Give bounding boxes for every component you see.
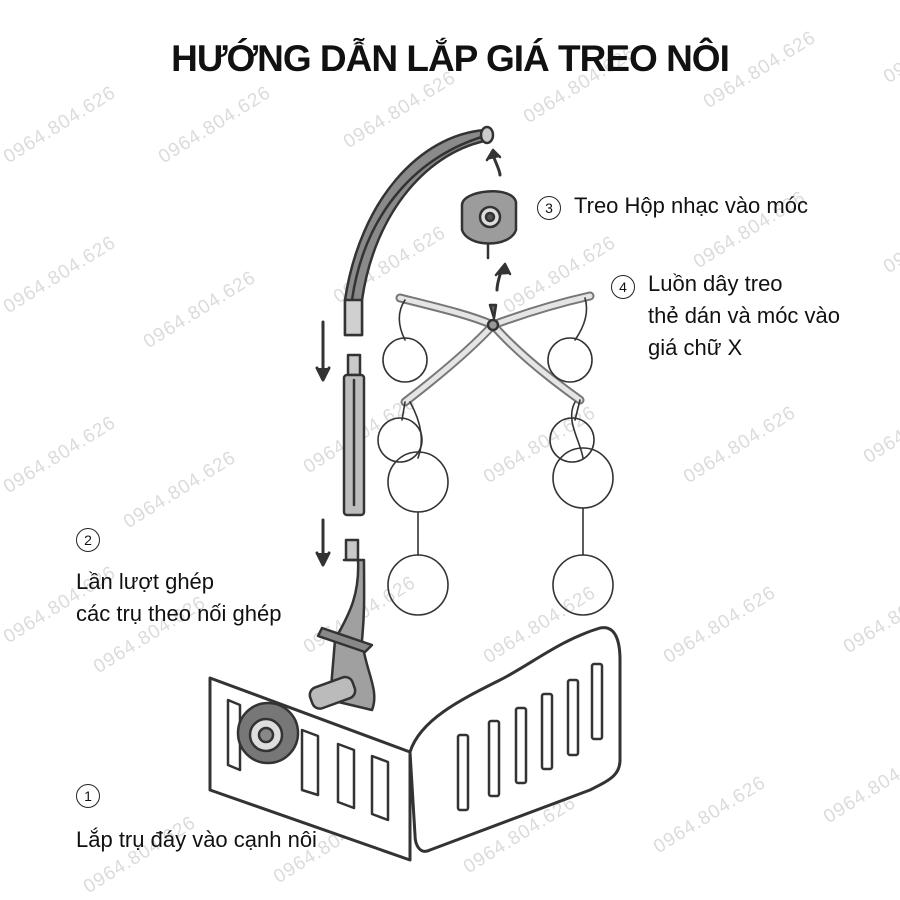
step-3-text: Treo Hộp nhạc vào móc — [574, 190, 808, 222]
step-1-number: 1 — [76, 784, 100, 808]
hanging-toys — [378, 298, 613, 615]
crib-headboard — [410, 628, 620, 852]
step-3-number: 3 — [537, 196, 561, 220]
step-4-line: Luồn dây treo — [648, 268, 840, 300]
step-1-text: Lắp trụ đáy vào cạnh nôi — [76, 824, 317, 856]
step-1-line: Lắp trụ đáy vào cạnh nôi — [76, 824, 317, 856]
arrow-down-icon — [317, 322, 329, 380]
step-4-line: thẻ dán và móc vào — [648, 300, 840, 332]
x-frame — [400, 296, 590, 402]
music-box — [462, 150, 516, 290]
base-post — [308, 540, 375, 711]
step-3-line: Treo Hộp nhạc vào móc — [574, 190, 808, 222]
step-4-line: giá chữ X — [648, 332, 840, 364]
step-4-number: 4 — [611, 275, 635, 299]
step-2-text: Lần lượt ghép các trụ theo nối ghép — [76, 566, 281, 630]
step-2-number: 2 — [76, 528, 100, 552]
step-2-line: Lần lượt ghép — [76, 566, 281, 598]
middle-pole — [344, 355, 364, 515]
step-2-line: các trụ theo nối ghép — [76, 598, 281, 630]
page-title: HƯỚNG DẪN LẮP GIÁ TREO NÔI — [0, 38, 900, 80]
arrow-down-icon — [317, 520, 329, 565]
step-4-text: Luồn dây treo thẻ dán và móc vào giá chữ… — [648, 268, 840, 364]
